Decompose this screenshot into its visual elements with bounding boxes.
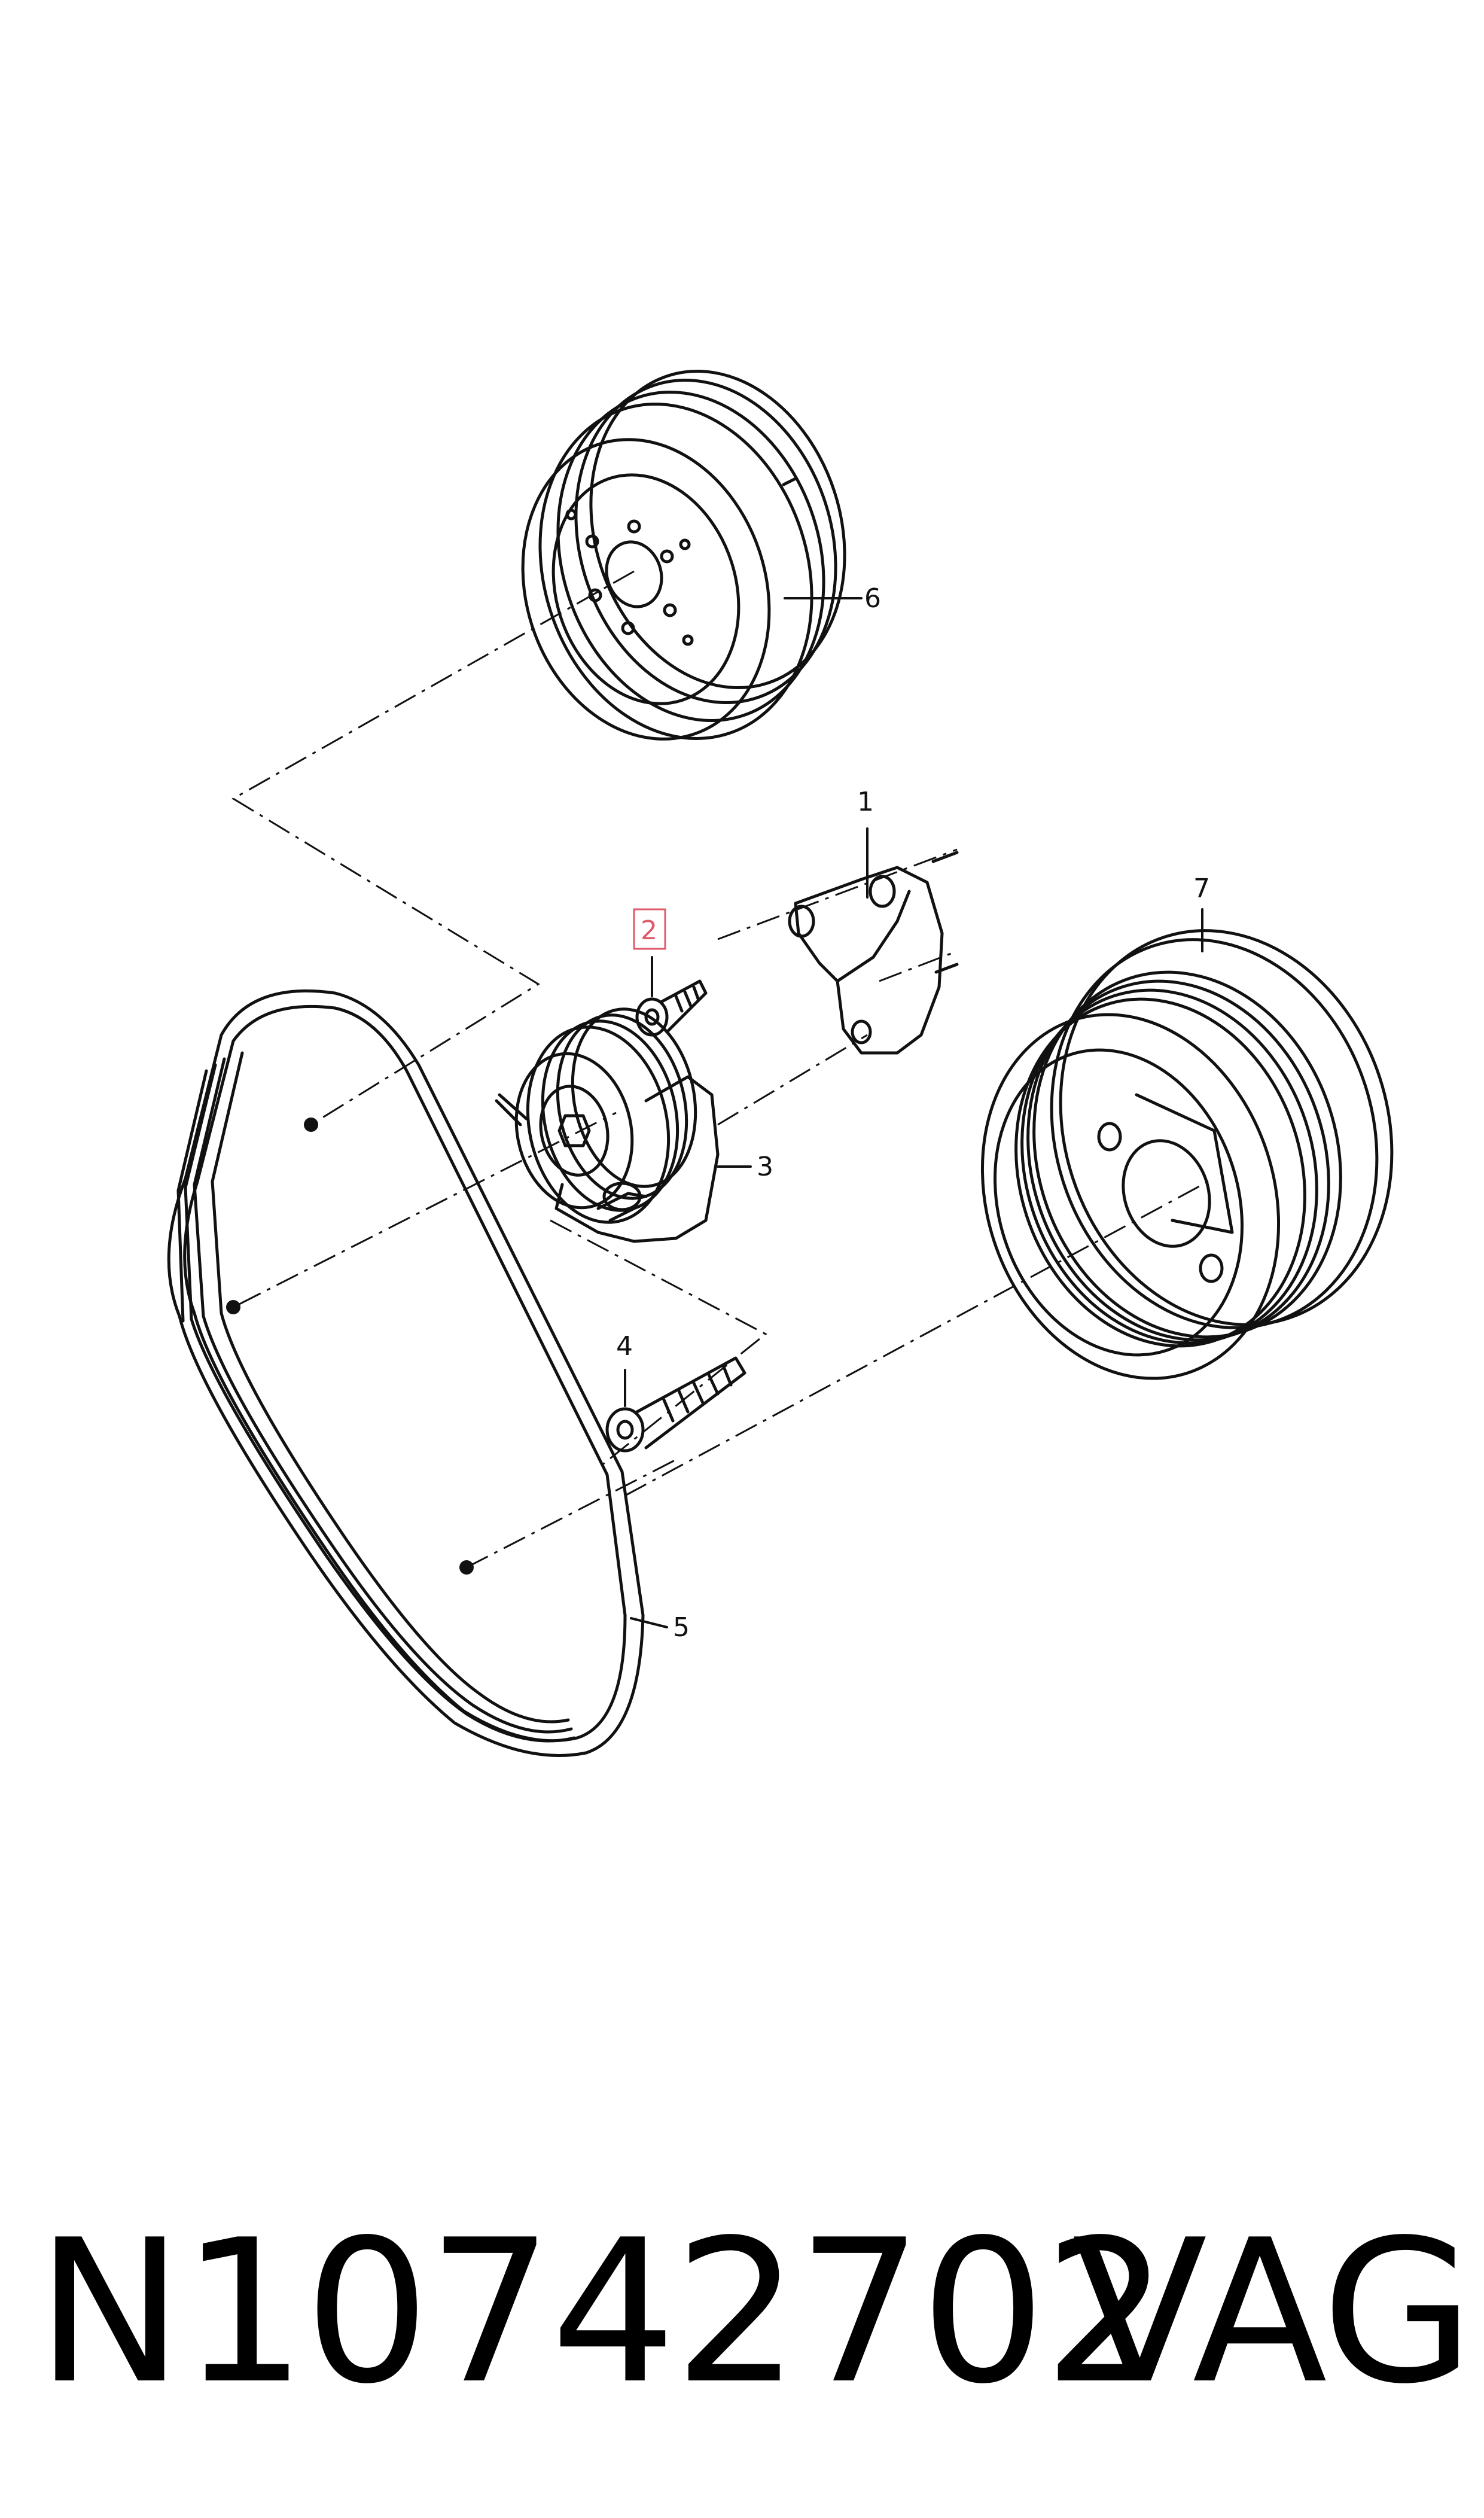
callout-2: 2 (641, 915, 657, 946)
callout-5: 5 (673, 1612, 690, 1643)
callout-3: 3 (757, 1152, 773, 1182)
pulley-6 (521, 370, 846, 741)
bolt-4 (605, 1356, 746, 1453)
part-number: N10742702 (36, 2197, 1169, 2427)
callout-highlight-box (633, 908, 666, 950)
bolt-2 (635, 979, 708, 1037)
callout-7: 7 (1193, 873, 1210, 904)
pulley-7 (980, 929, 1394, 1380)
tensioner-3 (495, 1007, 720, 1243)
callout-1: 1 (857, 787, 874, 817)
brand-label: VAG (1072, 2197, 1474, 2427)
callout-6: 6 (864, 583, 881, 614)
belt-5 (167, 989, 645, 1757)
bracket-1 (788, 851, 959, 1055)
callout-4: 4 (616, 1331, 633, 1362)
